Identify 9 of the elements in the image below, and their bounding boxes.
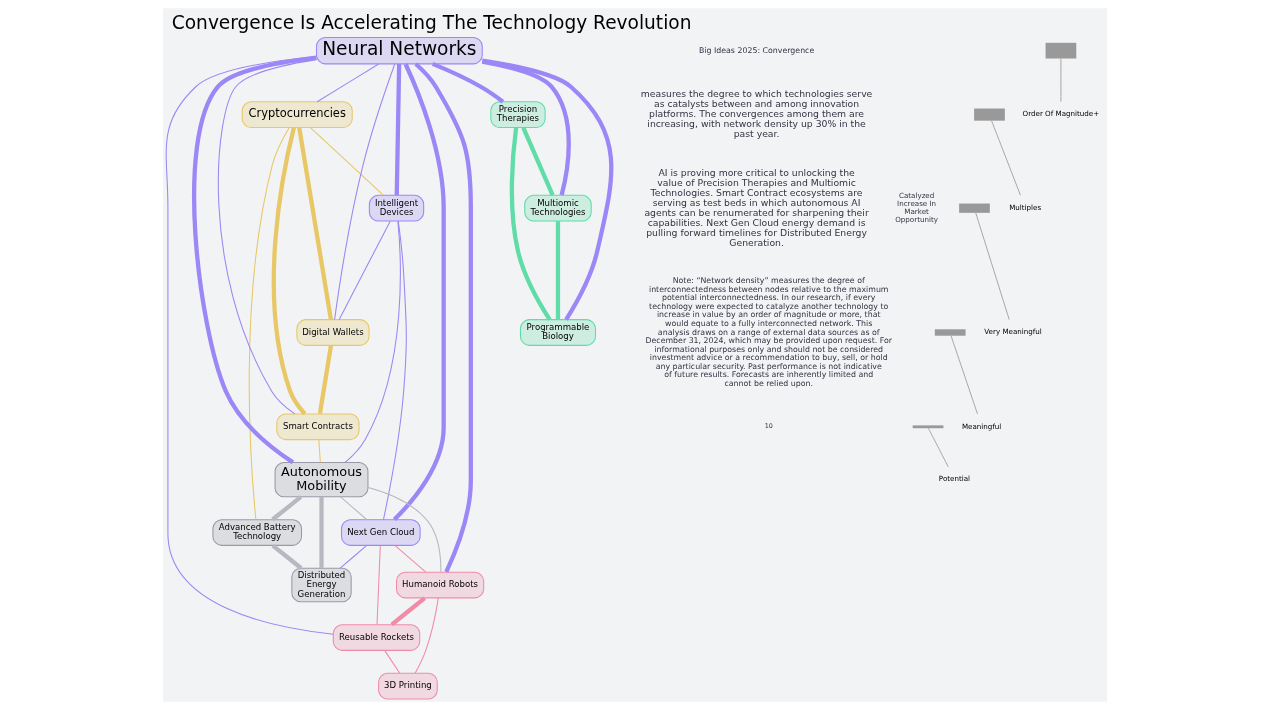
diagram-title: Convergence Is Accelerating The Technology Revolution <box>171 11 692 33</box>
label: measures the degree to which technologies serve as catalysts between and among innovation platforms. The convergences among them are increasing, with network density up 30% in the past year. <box>640 88 873 140</box>
legend-label: Multiples <box>1009 202 1042 212</box>
legend-label: Meaningful <box>961 421 1002 431</box>
label: AI is proving more critical to unlocking the value of Precision Therapies and Multiomic Technologies. Smart Contract ecosystems are serving as test beds in which autonomous AI agents can be renumerated for sharpening their capabilities. Next Gen Cloud energy demand is pulling forward timelines for Distributed Energy Generation. <box>644 166 869 248</box>
legend-label: Order Of Magnitude+ <box>1022 109 1100 119</box>
label: Catalyzed Increase In Market Opportunity <box>895 191 938 224</box>
legend-label: Potential <box>938 474 971 484</box>
legend-label: Very Meaningful <box>984 327 1042 337</box>
